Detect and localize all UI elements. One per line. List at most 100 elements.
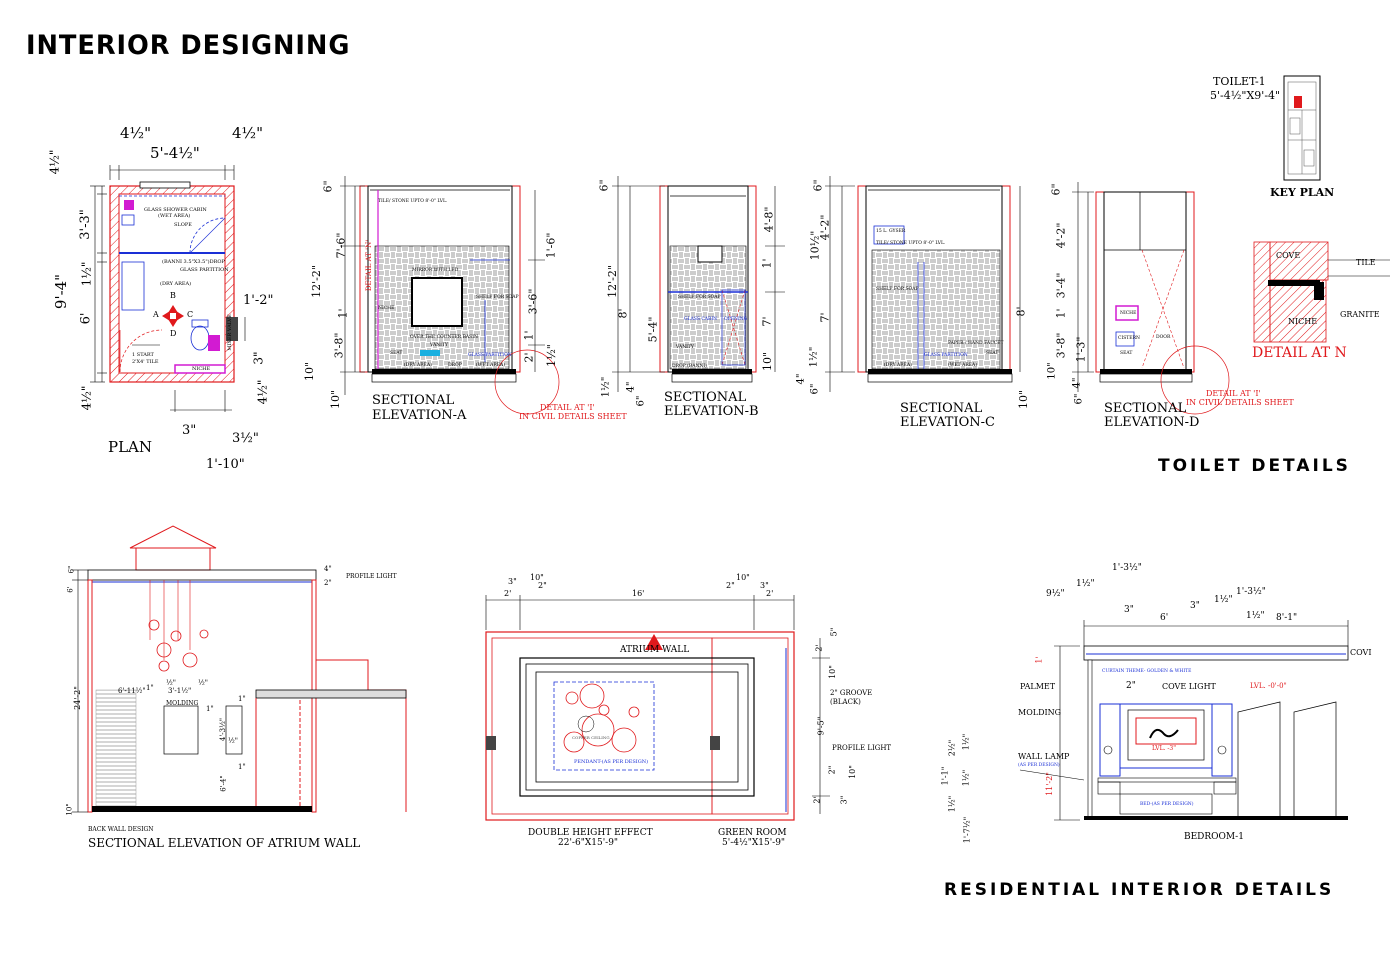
keyplan-title: KEY PLAN [1270,186,1335,199]
double-dim-10: 5" [829,627,839,637]
double-dim-8: 3" [760,581,769,590]
atrium-dim-17: 6'-4" [219,775,228,792]
elev-d-dim-6: 1'-3" [1074,336,1088,363]
atrium-molding: MOLDING [166,700,199,707]
bedroom-elevation [1019,620,1349,821]
key-plan-drawing [1283,75,1321,181]
bedroom-dim-3: 1'-3½" [1112,563,1142,573]
elev-d-note-niche: NICHE [1120,311,1137,316]
elev-b-dim-9: 1' [760,258,774,269]
bedroom-dim-8: 1'-3½" [1236,587,1266,597]
double-dim-12: 10" [827,665,837,679]
plan-title: PLAN [108,438,153,456]
bedroom-dim-14: 1'-1" [940,766,950,786]
elev-c-dim-8: 8' [1014,306,1028,317]
plan-note-tile: 2'X4' TILE [132,359,159,365]
double-dim-15: 10" [847,765,857,779]
elev-d-title-1: SECTIONAL [1104,401,1187,416]
elev-b-dim-7: 6" [635,395,647,407]
elev-a-dim-10: 1' [522,330,536,341]
elev-c-note-faucet: PAPER / HAND FAUCET [948,341,1004,346]
double-dim-17: 3" [839,795,849,805]
elevation-a [340,176,560,415]
toilet-plan [90,165,246,412]
atrium-dim-4: 10" [65,803,74,816]
plan-dim-bottom-a: 3" [182,423,197,438]
elevation-d [1072,182,1230,415]
detail-n-tile: TILE [1356,258,1376,267]
atrium-dim-11: ½" [198,679,209,687]
plan-note-mixer: MIXER VALVE [226,314,233,351]
elevation-c [825,176,1021,392]
groove-color: (BLACK) [830,698,861,706]
elev-d-dim-4: 1' [1054,308,1068,319]
elev-d-note-door: DOOR [1156,335,1171,340]
atrium-dim-1: 6" [67,565,76,574]
bedroom-as-per: (AS PER DESIGN) [1018,763,1060,768]
double-dim-14: 2" [827,765,837,775]
elev-b-title-1: SECTIONAL [664,390,747,405]
bedroom-palmet: PALMET [1020,682,1056,691]
elev-c-dim-1: 6" [811,179,825,192]
bedroom-covi: COVI [1350,648,1372,657]
plan-dim-left-e: 4½" [79,385,94,411]
elev-c-dim-7: 6" [809,383,821,395]
plan-dim-right-b: 3" [251,351,266,365]
elev-a-note-dry: (DRY AREA) [404,363,432,368]
plan-dim-left-b: 3'-3" [77,209,93,240]
plan-dim-right-a: 1'-2" [243,293,274,308]
double-dim-1: 3" [508,577,517,586]
bedroom-lvl3: LVL. -3" [1152,745,1177,752]
atrium-dim-6: 2" [324,579,332,587]
atrium-dim-5: 4" [324,565,332,573]
elev-d-dim-5: 3'-8" [1054,332,1068,359]
bedroom-dim-19: 1' [1034,656,1044,664]
bedroom-dim-16: 1½" [947,795,957,813]
elev-a-dim-5: 3'-8" [332,332,346,359]
bedroom-dim-5: 6' [1160,613,1169,623]
plan-dim-top-right: 4½" [232,124,263,142]
elev-d-callout-1: DETAIL AT 'I' [1206,389,1261,398]
plan-note-banni: (BANNI 3.5"X3.5")DROP [162,259,225,265]
bedroom-dim-17: 1'-7½" [962,816,972,844]
detail-n-niche: NICHE [1288,317,1318,326]
elev-a-note-vanity: VANITY [430,343,448,348]
elev-c-note-dry: (DRY AREA) [884,363,912,368]
double-dim-13: 9'-5" [816,716,826,736]
elev-a-callout-2: IN CIVIL DETAILS SHEET [519,412,627,421]
elev-a-dim-6: 10" [303,361,317,382]
elev-d-dim-9: 6" [1073,393,1085,405]
elev-a-note-shelf: SHELF FOR SOAP [476,295,519,300]
elev-d-note-seat: SEAT [1120,351,1133,356]
elev-b-dim-3: 8' [616,308,630,319]
elev-b-title-2: ELEVATION-B [664,404,759,419]
plan-dim-left-a: 4½" [47,149,62,175]
atrium-subtitle: BACK WALL DESIGN [88,826,154,833]
bedroom-wall-lamp: WALL LAMP [1018,752,1070,761]
elev-d-dim-8: 4" [1071,377,1083,389]
plan-dim-bottom-total: 1'-10" [206,457,245,472]
bedroom-bed: BED-(AS PER DESIGN) [1140,802,1194,807]
double-height-plan [485,595,830,821]
double-dim-6: 2" [726,581,735,590]
pendant-label: PENDANT-(AS PER DESIGN) [574,759,649,765]
elev-b-note-cabin: GLASS CABIN [684,317,718,322]
elev-a-dim-3: 12'-2" [309,265,323,298]
elev-c-note-tile: TILE/ STONE UPTO 8'-0" LVL. [876,241,946,246]
elev-b-dim-5: 1½" [600,376,612,398]
double-size: 22'-6"X15'-9" [558,838,619,848]
bedroom-lvl0: LVL. -0'-0" [1250,682,1287,690]
bedroom-dim-1: 9½" [1046,589,1065,599]
atrium-dim-13: 1" [238,695,246,703]
detail-n-title: DETAIL AT N [1252,345,1347,361]
elev-b-dim-1: 6" [597,179,611,192]
plan-marker-d: D [170,329,177,338]
elev-c-note-shelf: SHELF FOR SOAP [876,287,919,292]
elev-a-note-glass: GLASS PARTITION [468,353,512,358]
double-title: DOUBLE HEIGHT EFFECT [528,828,653,838]
double-dim-7: 10" [736,573,750,582]
green-room-size: 5'-4½"X15'-9" [722,838,786,848]
plan-dim-left-outer: 9'-4" [52,273,71,310]
atrium-profile-light: PROFILE LIGHT [346,573,397,580]
